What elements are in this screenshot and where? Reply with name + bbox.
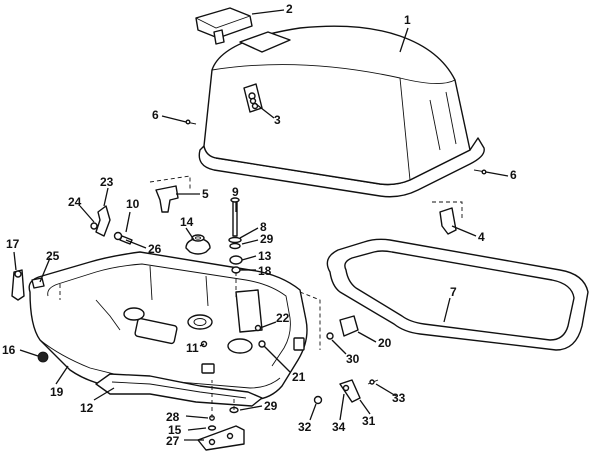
callout-17: 17 <box>6 237 20 251</box>
callout-29b: 29 <box>264 399 278 413</box>
callout-16: 16 <box>2 343 16 357</box>
screw-right <box>473 169 487 175</box>
callout-27: 27 <box>166 434 180 448</box>
assembly-guide-lines <box>59 272 321 418</box>
latch-assembly-right <box>326 315 359 340</box>
cover-support-plate <box>95 373 263 407</box>
callout-3: 3 <box>274 113 281 127</box>
callout-33: 33 <box>392 391 406 405</box>
callout-26: 26 <box>148 242 162 256</box>
callout-29a: 29 <box>260 232 274 246</box>
callout-1: 1 <box>404 13 411 27</box>
cover-handle <box>195 7 253 45</box>
cover-latch <box>249 97 257 105</box>
callout-23: 23 <box>100 175 114 189</box>
latch-bracket-left <box>149 175 191 213</box>
callout-28: 28 <box>166 410 180 424</box>
lower-motor-cover <box>28 251 308 401</box>
callout-24: 24 <box>68 195 82 209</box>
callout-31: 31 <box>362 414 376 428</box>
callout-14: 14 <box>180 215 194 229</box>
callout-4: 4 <box>478 230 485 244</box>
callout-20: 20 <box>378 336 392 350</box>
callout-2: 2 <box>286 2 293 16</box>
callout-19: 19 <box>50 385 64 399</box>
callout-32: 32 <box>298 420 312 434</box>
callout-8: 8 <box>260 220 267 234</box>
callout-10: 10 <box>126 197 140 211</box>
latch-lever <box>11 269 45 301</box>
callout-6a: 6 <box>152 108 159 122</box>
cover-gasket-seal <box>326 238 589 351</box>
callout-labels: 1 2 3 4 5 6 6 7 8 9 10 11 12 13 14 15 16… <box>2 2 517 448</box>
leader-lines <box>13 9 509 441</box>
callout-21: 21 <box>292 370 306 384</box>
callout-12: 12 <box>80 401 94 415</box>
latch-bracket-right <box>432 201 463 235</box>
callout-5: 5 <box>202 187 209 201</box>
rubber-grommet <box>185 234 211 255</box>
callout-30: 30 <box>346 352 360 366</box>
callout-15: 15 <box>168 423 182 437</box>
latch-hook <box>90 205 111 237</box>
callout-34: 34 <box>332 420 346 434</box>
upper-motor-cover <box>198 25 485 198</box>
callout-9: 9 <box>232 185 239 199</box>
linkage-parts <box>313 379 379 405</box>
callout-18: 18 <box>258 264 272 278</box>
screw-left <box>185 119 197 125</box>
screw-bottom-left <box>37 351 49 363</box>
callout-11: 11 <box>186 341 199 355</box>
callout-25: 25 <box>46 249 60 263</box>
callout-7: 7 <box>450 285 457 299</box>
callout-22: 22 <box>276 311 290 325</box>
callout-13: 13 <box>258 249 272 263</box>
screw-washer-left <box>113 231 133 245</box>
callout-6b: 6 <box>510 168 517 182</box>
